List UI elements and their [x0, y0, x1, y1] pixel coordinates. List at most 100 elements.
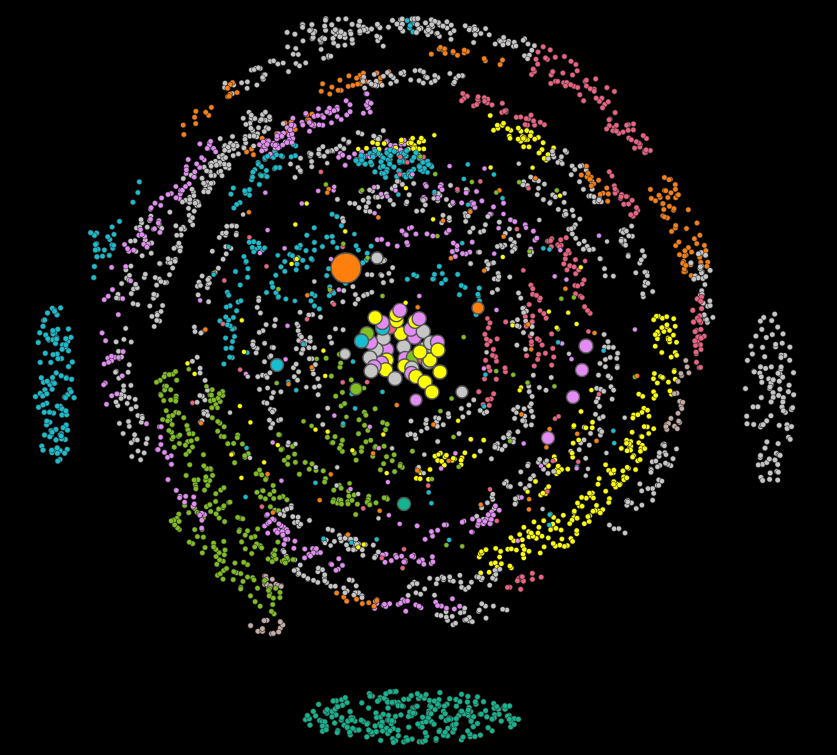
gray-node [272, 316, 279, 323]
yellow-node [624, 464, 631, 471]
gray-node [266, 113, 273, 120]
green-node [210, 397, 217, 403]
yellow-node [575, 437, 582, 443]
orange-node [202, 326, 209, 333]
gray-node [335, 43, 341, 49]
green-node [248, 550, 255, 557]
cyan-node [293, 261, 300, 267]
green-node [183, 422, 190, 429]
cyan-node [109, 224, 115, 230]
yellow-node [369, 139, 376, 146]
teal-node [315, 701, 322, 708]
gray-node [332, 325, 339, 332]
orange-node [448, 255, 454, 261]
gray-node [326, 334, 333, 340]
green-node [327, 286, 333, 293]
gray-node [298, 334, 305, 340]
pink-node [630, 121, 637, 127]
cyan-node [49, 429, 56, 436]
gray-node [779, 398, 786, 405]
gray-node [287, 161, 294, 167]
green-node [271, 552, 278, 558]
violet-node [450, 199, 456, 205]
yellow-node [524, 489, 531, 495]
violet-node [144, 244, 150, 250]
gray-node [591, 193, 597, 200]
green-node [456, 464, 462, 470]
cyan-node [374, 536, 380, 543]
gray-node [321, 571, 328, 578]
yellow-node [564, 466, 571, 472]
gray-node [770, 376, 777, 383]
green-node [160, 397, 167, 404]
gray-node [356, 204, 362, 211]
gray-node [514, 342, 520, 348]
gray-node [596, 403, 603, 410]
green-node [191, 477, 197, 483]
green-node [220, 576, 226, 582]
gray-node [202, 377, 208, 384]
green-node [175, 409, 182, 416]
gray-node [477, 448, 484, 454]
pink-node [698, 305, 705, 312]
gray-node [761, 445, 768, 452]
cyan-node [93, 253, 100, 260]
violet-node [398, 553, 405, 560]
violet-node [423, 183, 430, 190]
cyan-node [311, 247, 318, 253]
gray-node [559, 160, 566, 167]
cyan-node [51, 308, 58, 315]
gray-node [261, 358, 268, 365]
orange-node [666, 176, 672, 183]
gray-node [490, 259, 497, 266]
green-node [176, 440, 183, 447]
pink-node [525, 185, 532, 192]
green-node [417, 153, 423, 160]
gray-node [623, 228, 630, 234]
pink-node [576, 91, 583, 98]
pink-node [514, 577, 521, 584]
violet-node [331, 107, 337, 114]
pink-node [583, 77, 590, 84]
violet-node [103, 401, 110, 408]
yellow-node [545, 535, 552, 541]
teal-node [441, 702, 448, 709]
green-node [434, 233, 441, 239]
gray-node [306, 355, 313, 362]
teal-node [346, 729, 353, 736]
pink-node [573, 61, 579, 68]
orange-node [446, 458, 452, 464]
pink-node [612, 185, 618, 192]
gray-node [462, 22, 469, 29]
cyan-node [106, 252, 113, 259]
cyan-node [62, 407, 69, 414]
yellow-node [652, 392, 659, 399]
cyan-node [224, 321, 231, 328]
pink-node [583, 83, 590, 89]
gray-node [751, 368, 758, 375]
violet-node [371, 184, 377, 190]
gray-node [329, 35, 336, 42]
violet-node [393, 554, 400, 561]
green-node [214, 418, 221, 425]
violet-node [446, 163, 453, 169]
gray-node [271, 322, 278, 329]
green-node [372, 405, 378, 412]
gray-node [467, 260, 474, 267]
violet-node [173, 194, 179, 201]
violet-large-node [565, 389, 581, 405]
gray-node [297, 167, 304, 174]
gray-node [602, 356, 609, 363]
gray-node [173, 232, 180, 239]
yellow-node [438, 458, 445, 465]
gray-node [166, 209, 173, 215]
gray-node [478, 600, 485, 607]
green-node [345, 493, 352, 499]
cyan-node [333, 213, 340, 220]
violet-node [367, 424, 373, 430]
pink-node [613, 122, 620, 129]
violet-node [179, 187, 186, 194]
violet-node [105, 293, 112, 300]
violet-node [492, 502, 499, 509]
orange-node [461, 47, 468, 53]
